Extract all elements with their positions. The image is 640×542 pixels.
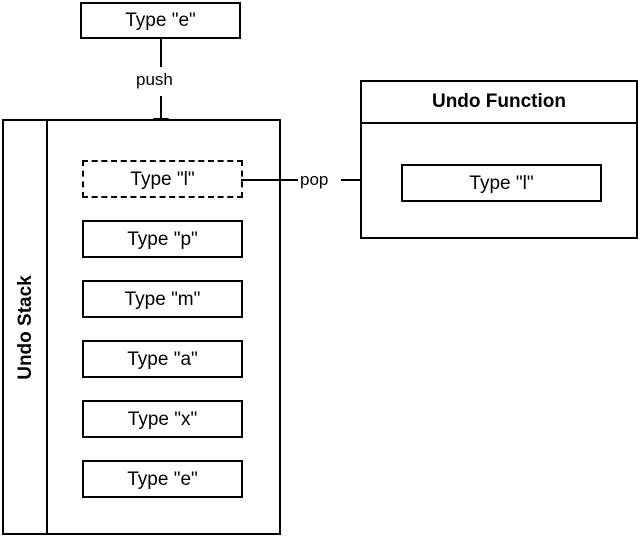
stack-item-0[interactable]: Type "l" xyxy=(82,160,243,198)
stack-item-5[interactable]: Type "e" xyxy=(82,460,243,498)
undo-stack-container: Undo Stack Type "l" Type "p" Type "m" Ty… xyxy=(2,119,281,535)
pop-edge-label: pop xyxy=(298,170,331,189)
push-connector-lower-segment xyxy=(160,96,162,123)
undo-function-title: Undo Function xyxy=(362,82,636,124)
pop-connector-left-segment xyxy=(241,179,298,181)
stack-item-3[interactable]: Type "a" xyxy=(82,340,243,378)
stack-item-2[interactable]: Type "m" xyxy=(82,280,243,318)
push-edge-label: push xyxy=(133,71,176,88)
undo-function-panel: Undo Function Type "l" xyxy=(360,80,638,239)
undo-function-item[interactable]: Type "l" xyxy=(401,164,602,202)
undo-stack-label-cell: Undo Stack xyxy=(4,121,48,533)
push-source-box[interactable]: Type "e" xyxy=(80,2,241,39)
stack-item-1[interactable]: Type "p" xyxy=(82,220,243,258)
undo-stack-label: Undo Stack xyxy=(14,274,36,380)
stack-item-4[interactable]: Type "x" xyxy=(82,400,243,438)
push-connector-upper-segment xyxy=(160,39,162,67)
